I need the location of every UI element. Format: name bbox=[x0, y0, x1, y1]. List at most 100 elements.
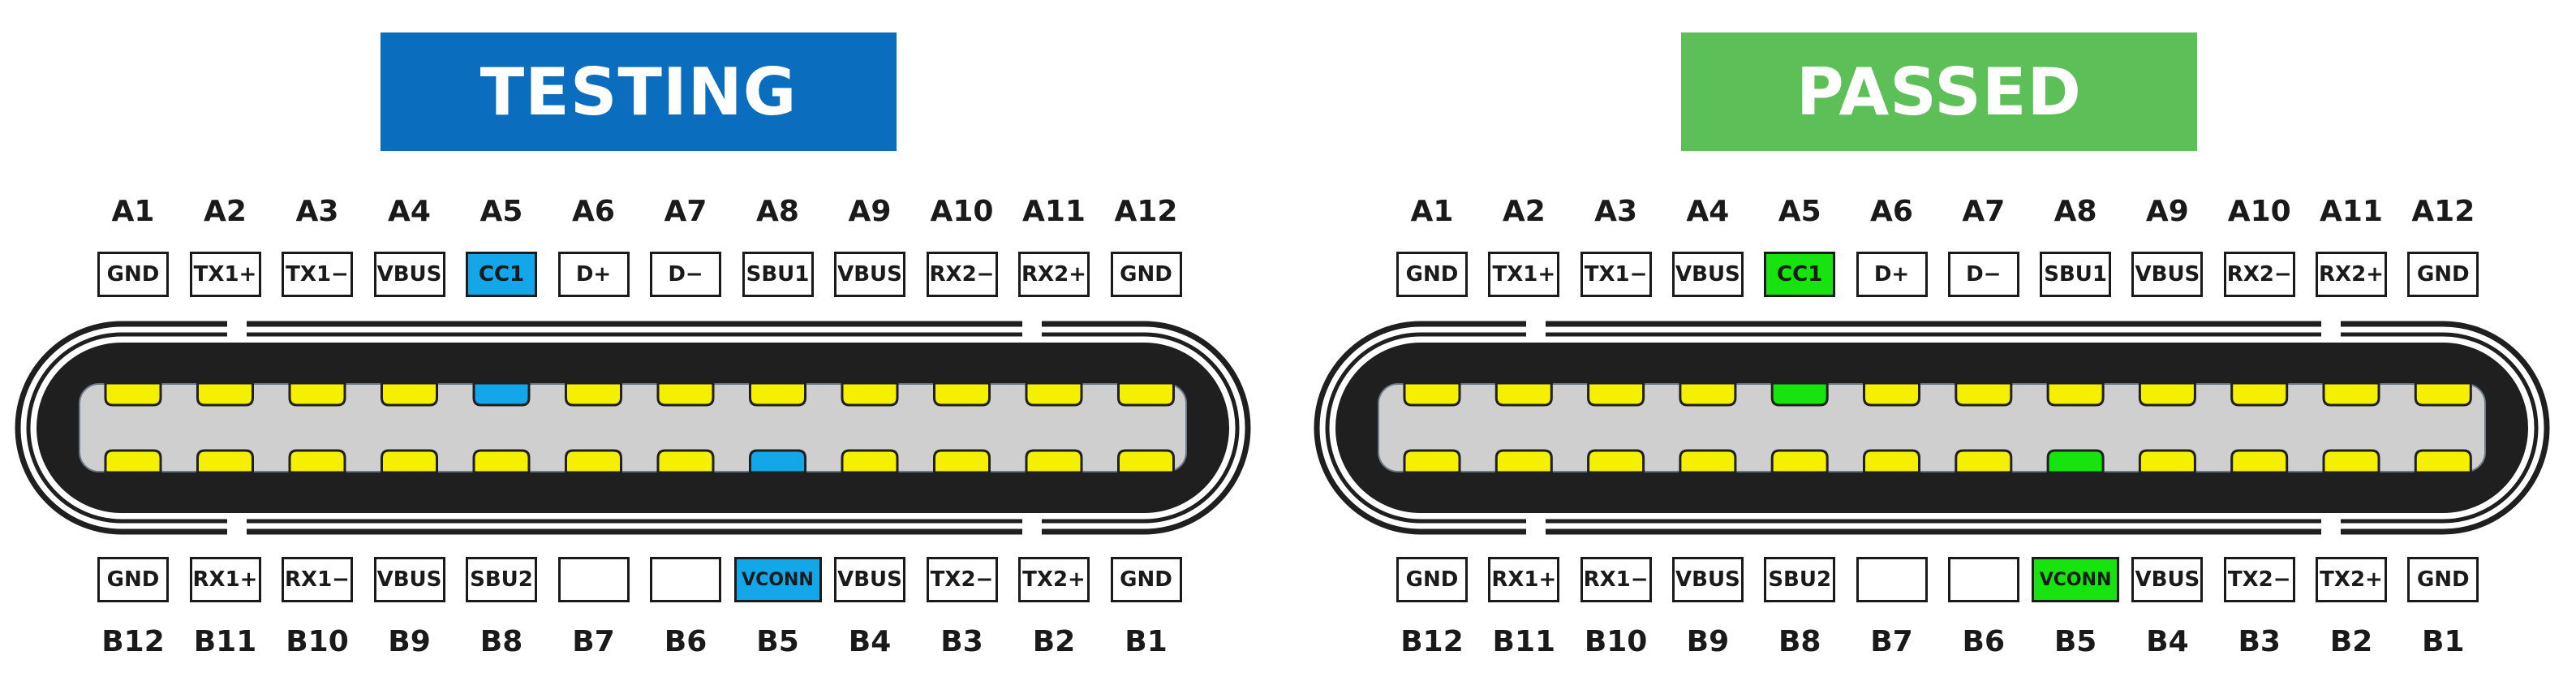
pin-signal-label: SBU1 bbox=[742, 252, 814, 297]
pin-signal-label: D+ bbox=[1856, 252, 1928, 297]
top-contact bbox=[1403, 382, 1461, 407]
pin-number: A7 bbox=[1962, 195, 2006, 228]
banner-label: TESTING bbox=[480, 54, 798, 130]
pin-signal-label: VCONN bbox=[2032, 557, 2120, 602]
pin-signal-label: TX2+ bbox=[2316, 557, 2387, 602]
pin-signal-label bbox=[557, 557, 630, 602]
pin-number: A1 bbox=[111, 195, 155, 228]
pin-signal-label: SBU2 bbox=[1764, 557, 1836, 602]
pin-signal-label: VBUS bbox=[2131, 252, 2204, 297]
usb-c-connector bbox=[15, 321, 1251, 535]
usb-c-connector bbox=[1314, 321, 2550, 535]
pin-number: B4 bbox=[2146, 625, 2189, 658]
bottom-contact bbox=[1587, 449, 1645, 474]
connector-tongue bbox=[1378, 383, 2486, 472]
pin-signal-label: RX2− bbox=[926, 252, 998, 297]
pin-number: B7 bbox=[572, 625, 615, 658]
pin-number: A9 bbox=[848, 195, 892, 228]
pin-signal-label: D+ bbox=[557, 252, 630, 297]
pin-signal-label: TX1+ bbox=[189, 252, 261, 297]
pin-signal-label: TX1+ bbox=[1488, 252, 1560, 297]
top-contact bbox=[2322, 382, 2380, 407]
ring-gap bbox=[1526, 321, 1546, 340]
bottom-contact bbox=[1863, 449, 1920, 474]
bottom-contact bbox=[2414, 449, 2472, 474]
pin-signal-label: GND bbox=[1110, 557, 1182, 602]
pin-signal-label: RX2+ bbox=[1018, 252, 1090, 297]
top-contact bbox=[196, 382, 254, 407]
top-contact bbox=[841, 382, 899, 407]
top-contact bbox=[565, 382, 622, 407]
connector-tongue bbox=[79, 383, 1187, 472]
bottom-contact bbox=[2138, 449, 2196, 474]
pin-number: B1 bbox=[2422, 625, 2465, 658]
pin-signal-label: RX1+ bbox=[189, 557, 261, 602]
pin-number: A11 bbox=[1022, 195, 1086, 228]
pin-number: A4 bbox=[1686, 195, 1730, 228]
top-contact bbox=[933, 382, 991, 407]
top-contact bbox=[381, 382, 438, 407]
pin-signal-label: SBU2 bbox=[466, 557, 537, 602]
pin-signal-label: SBU1 bbox=[2040, 252, 2112, 297]
pin-signal-label: VBUS bbox=[373, 557, 445, 602]
bottom-contact bbox=[1403, 449, 1461, 474]
pin-number: B8 bbox=[480, 625, 523, 658]
pin-number: B9 bbox=[388, 625, 431, 658]
ring-gap bbox=[2321, 515, 2341, 535]
pin-signal-label: RX1− bbox=[282, 557, 353, 602]
pin-number: A6 bbox=[1870, 195, 1913, 228]
pin-signal-label: VBUS bbox=[1671, 557, 1744, 602]
pin-number: B4 bbox=[848, 625, 892, 658]
bottom-contact bbox=[656, 449, 715, 474]
pin-signal-label: VBUS bbox=[1671, 252, 1744, 297]
pin-number: A8 bbox=[2053, 195, 2097, 228]
pin-number: B2 bbox=[1032, 625, 1076, 658]
top-contact bbox=[2138, 382, 2196, 407]
pin-signal-label: VBUS bbox=[373, 252, 445, 297]
bottom-contact bbox=[196, 449, 254, 474]
ring-gap bbox=[227, 515, 247, 535]
pin-signal-label: CC1 bbox=[466, 252, 537, 297]
bottom-contact bbox=[2322, 449, 2380, 474]
top-contact bbox=[1587, 382, 1645, 407]
top-contact bbox=[1494, 382, 1553, 407]
pin-signal-label: RX1+ bbox=[1488, 557, 1560, 602]
pin-number: A12 bbox=[2411, 195, 2475, 228]
pin-signal-label bbox=[1947, 557, 2019, 602]
pin-number: A9 bbox=[2145, 195, 2189, 228]
pin-signal-label: TX1− bbox=[1580, 252, 1652, 297]
ring-gap bbox=[2321, 321, 2341, 340]
ring-gap bbox=[1022, 321, 1042, 340]
bottom-contact bbox=[1679, 449, 1737, 474]
bottom-contact bbox=[472, 449, 531, 474]
pin-number: B11 bbox=[1492, 625, 1556, 658]
top-contact bbox=[1025, 382, 1083, 407]
pin-number: B6 bbox=[664, 625, 707, 658]
bottom-contact bbox=[1025, 449, 1083, 474]
pin-signal-label: D− bbox=[650, 252, 721, 297]
pin-signal-label: D− bbox=[1947, 252, 2019, 297]
pin-signal-label: GND bbox=[2407, 557, 2479, 602]
top-contact bbox=[472, 382, 531, 407]
pin-number: A8 bbox=[756, 195, 799, 228]
bottom-contact bbox=[2230, 449, 2289, 474]
pin-number: B12 bbox=[1400, 625, 1464, 658]
pin-number: A10 bbox=[2227, 195, 2291, 228]
pin-signal-label: TX2− bbox=[2223, 557, 2295, 602]
top-contact bbox=[104, 382, 162, 407]
status-banner-passed: PASSED bbox=[1681, 32, 2197, 151]
pin-number: A2 bbox=[1502, 195, 1546, 228]
pin-number: B3 bbox=[940, 625, 983, 658]
bottom-contact bbox=[1494, 449, 1553, 474]
pin-signal-label: VBUS bbox=[834, 557, 905, 602]
top-contact bbox=[1955, 382, 2013, 407]
top-contact bbox=[1770, 382, 1829, 407]
pin-number: B10 bbox=[1584, 625, 1648, 658]
pin-number: A3 bbox=[1594, 195, 1638, 228]
ring-gap bbox=[1526, 515, 1546, 535]
pin-signal-label: GND bbox=[97, 252, 169, 297]
pin-number: A6 bbox=[572, 195, 615, 228]
bottom-contact bbox=[933, 449, 991, 474]
ring-gap bbox=[1022, 515, 1042, 535]
